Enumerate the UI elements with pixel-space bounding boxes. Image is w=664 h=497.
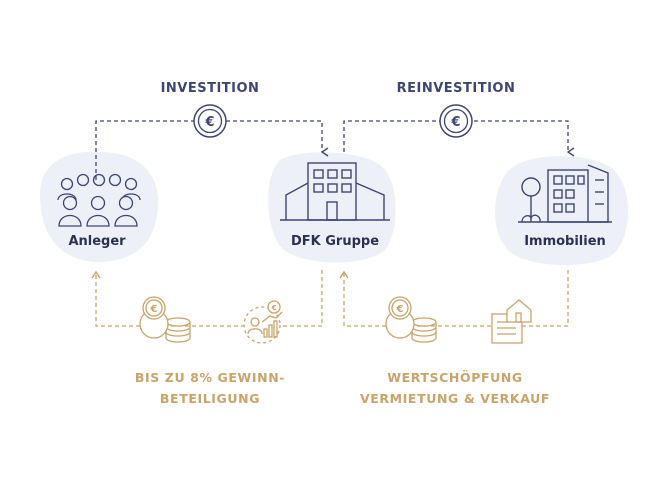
investition-euro-icon: € [193,104,227,138]
investition-label: INVESTITION [160,81,260,96]
wert-line-2: VERMIETUNG & VERKAUF [360,391,550,406]
people-group-icon [57,173,141,227]
wertschoepfung-label: WERTSCHÖPFUNG VERMIETUNG & VERKAUF [350,367,560,409]
investor-growth-icon: € [243,300,283,344]
wert-line-1: WERTSCHÖPFUNG [387,370,523,385]
gewinn-line-2: BETEILIGUNG [159,391,261,406]
office-building-icon [280,162,390,221]
svg-text:€: € [204,115,214,130]
svg-text:€: € [271,304,277,312]
property-document-icon [491,299,532,344]
gewinn-return-line [96,270,323,327]
wert-return-line [344,270,569,327]
reinvestition-label: REINVESTITION [396,81,516,96]
immobilien-label: Immobilien [524,234,606,249]
dfk-gruppe-label: DFK Gruppe [290,234,380,249]
coin-stack-icon-2: € [385,296,437,343]
svg-text:€: € [396,304,404,315]
coin-stack-icon: € [139,296,191,343]
anleger-label: Anleger [68,234,126,249]
svg-text:€: € [150,304,158,315]
gewinnbeteiligung-label: BIS ZU 8% GEWINN- BETEILIGUNG [110,367,310,409]
svg-text:€: € [450,115,460,130]
gewinn-line-1: BIS ZU 8% GEWINN- [134,370,286,385]
reinvestition-euro-icon: € [439,104,473,138]
buildings-tree-icon [518,164,612,223]
